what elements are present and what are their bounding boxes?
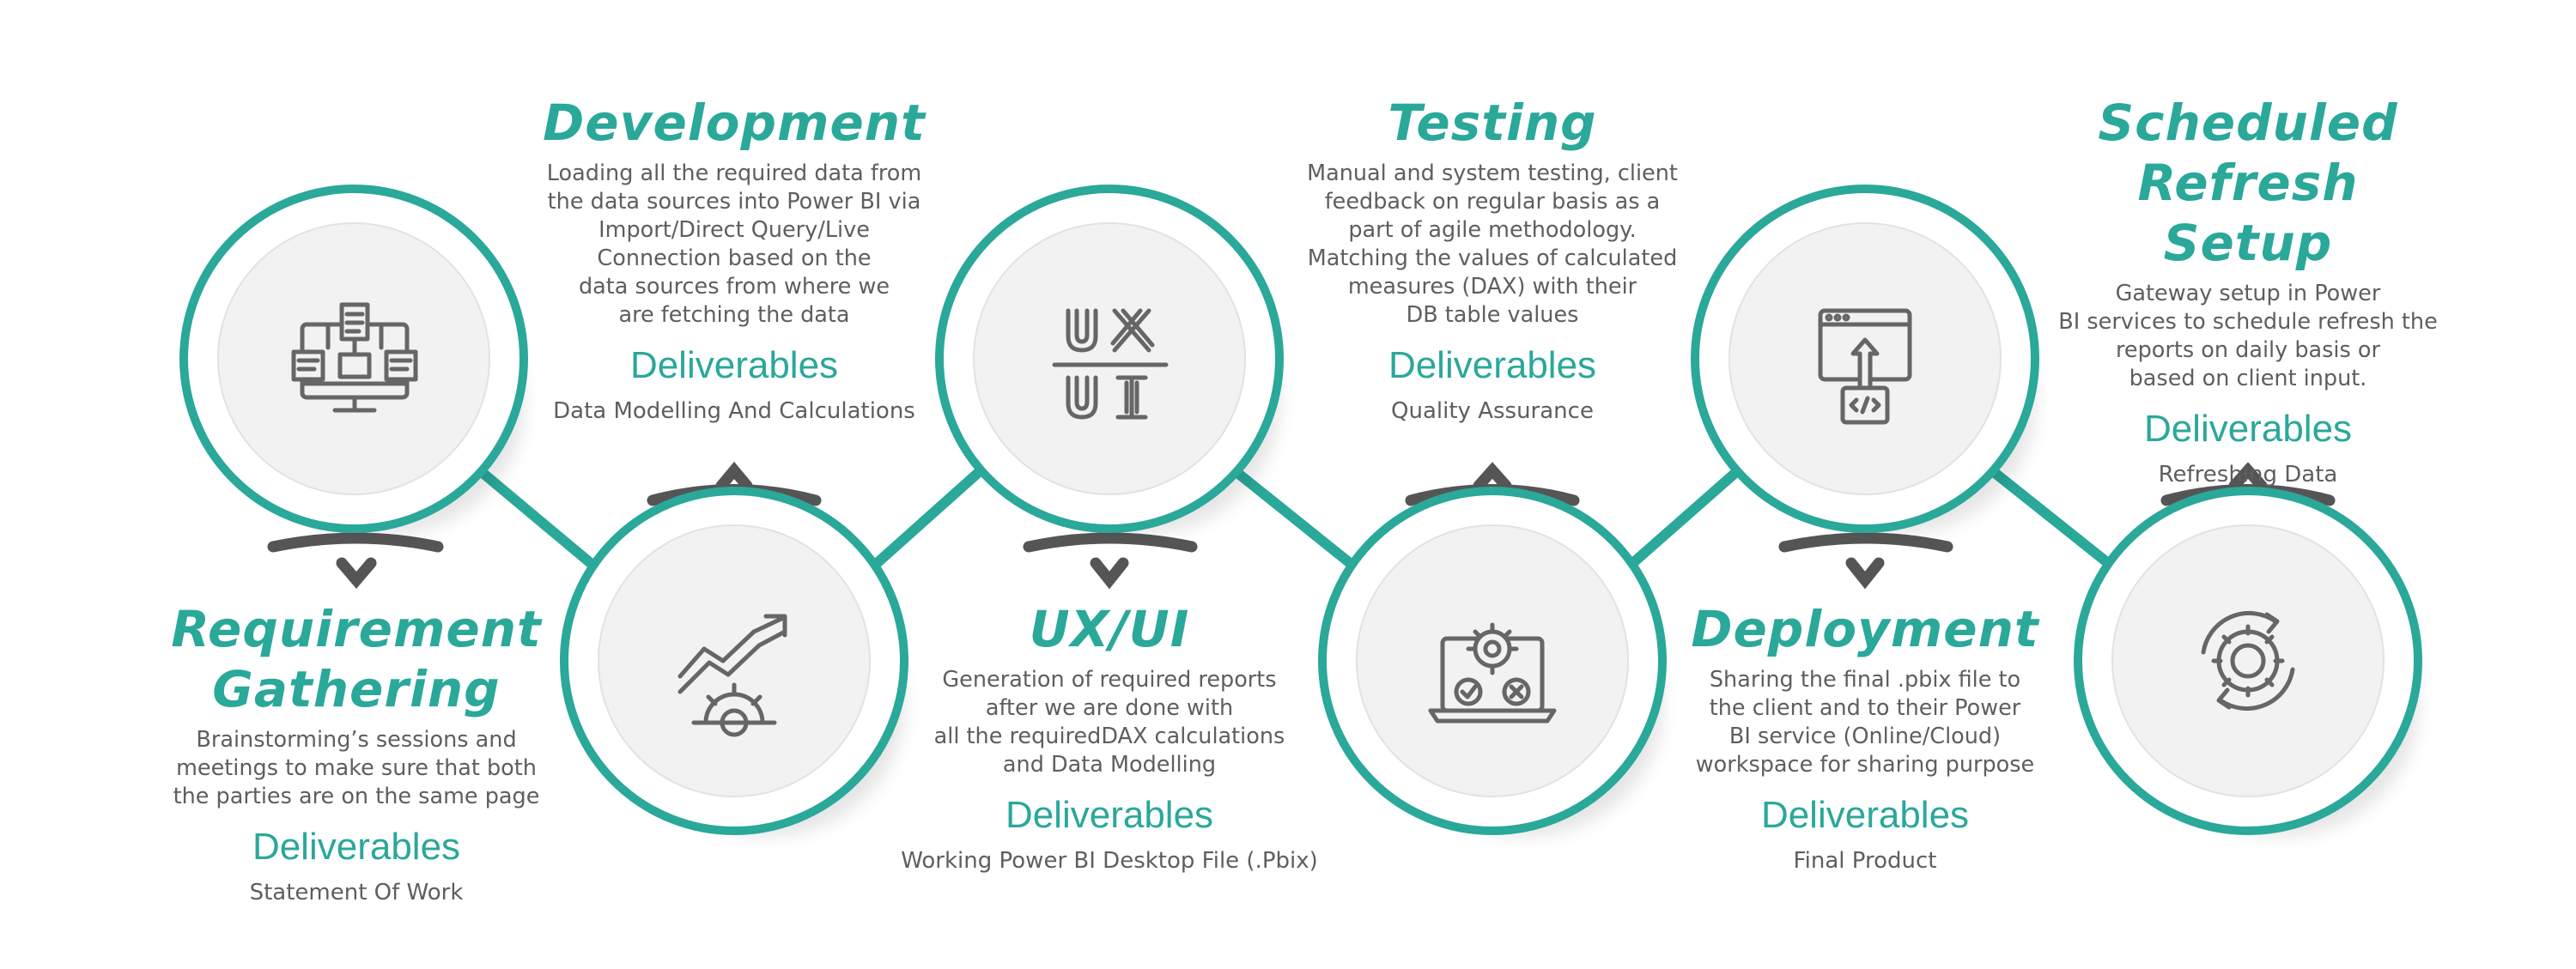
step-3-desc-line-3: all the requiredDAX calculations	[933, 724, 1285, 749]
step-2-desc-line-1: Loading all the required data from	[546, 160, 922, 186]
step-3-desc-line-1: Generation of required reports	[942, 667, 1277, 693]
step-1-title-line-1: Requirement	[171, 600, 542, 658]
step-6-deliverables-label: Deliverables	[2143, 408, 2353, 450]
chart-arrow-gear-icon	[677, 614, 787, 737]
browser-upload-code-icon	[1818, 308, 1912, 425]
step-4-desc-line-3: part of agile methodology.	[1348, 217, 1637, 243]
connector-4-5	[1616, 467, 1741, 578]
step-3-deliverable: Working Power BI Desktop File (.Pbix)	[901, 848, 1318, 874]
step-1-description: Brainstorming’s sessions and meetings to…	[156, 726, 556, 811]
step-4-node	[1318, 487, 1667, 836]
step-6-deliverable: Refreshing Data	[2158, 462, 2338, 488]
bracket-below-1-tip	[336, 557, 377, 590]
step-2-node	[560, 487, 908, 836]
step-6-desc-line-1: Gateway setup in Power	[2115, 281, 2381, 306]
step-5-title-line-1: Deployment	[1691, 600, 2039, 658]
step-2-description: Loading all the required data from the d…	[517, 160, 951, 330]
step-3-node	[935, 185, 1284, 534]
step-1-desc-line-1: Brainstorming’s sessions and	[196, 727, 517, 753]
step-5-desc-line-1: Sharing the final .pbix file to	[1709, 667, 2021, 693]
step-3-deliverables-label: Deliverables	[1005, 794, 1214, 836]
step-2-desc-line-2: the data sources into Power BI via	[547, 189, 921, 215]
step-4-deliverables-label: Deliverables	[1388, 344, 1597, 386]
step-5-desc-line-2: the client and to their Power	[1709, 695, 2021, 721]
step-1-title-line-2: Gathering	[212, 660, 501, 718]
step-5-title: Deployment	[1652, 599, 2078, 659]
step-2-title-line-1: Development	[543, 94, 926, 152]
step-4-description: Manual and system testing, client feedba…	[1271, 160, 1714, 330]
step-4-title-line-1: Testing	[1388, 94, 1597, 152]
bracket-below-3-tip	[1090, 557, 1129, 590]
step-6-title-line-2: Setup	[2163, 214, 2333, 272]
connector-1-2	[471, 463, 608, 578]
step-4-desc-line-4: Matching the values of calculated	[1307, 245, 1678, 271]
step-4-title: Testing	[1271, 93, 1714, 153]
step-1-desc-line-3: the parties are on the same page	[173, 784, 540, 809]
step-6-title: Scheduled Refresh Setup	[1994, 93, 2502, 273]
step-2-desc-line-4: Connection based on the	[597, 245, 872, 271]
bracket-marks	[267, 461, 2336, 590]
step-5-desc-line-4: workspace for sharing purpose	[1695, 752, 2035, 778]
step-1-deliverable: Statement Of Work	[249, 880, 464, 905]
step-2-text: Development Loading all the required dat…	[517, 93, 951, 426]
connector-5-6	[1989, 467, 2126, 578]
step-3-description: Generation of required reports after we …	[895, 666, 1324, 779]
bracket-above-2-tip	[715, 461, 753, 492]
step-3-title: UX/UI	[895, 599, 1324, 659]
bracket-below-1	[267, 532, 444, 553]
step-6-desc-line-2: BI services to schedule refresh the	[2058, 309, 2438, 335]
step-2-title: Development	[517, 93, 951, 153]
step-3-title-line-1: UX/UI	[1029, 600, 1190, 658]
step-2-desc-line-3: Import/Direct Query/Live	[598, 217, 870, 243]
gear-refresh-icon	[2201, 610, 2295, 712]
step-4-desc-line-1: Manual and system testing, client	[1307, 160, 1678, 186]
step-4-text: Testing Manual and system testing, clien…	[1271, 93, 1714, 426]
step-5-deliverable: Final Product	[1793, 848, 1937, 874]
step-4-desc-line-5: measures (DAX) with their	[1347, 274, 1637, 300]
step-1-desc-line-2: meetings to make sure that both	[176, 755, 537, 781]
bracket-below-5	[1778, 532, 1953, 553]
step-4-desc-line-6: DB table values	[1406, 302, 1579, 328]
step-5-deliverables-label: Deliverables	[1760, 794, 1970, 836]
bracket-above-4-tip	[1473, 462, 1512, 492]
step-5-node	[1691, 185, 2039, 534]
step-3-text: UX/UI Generation of required reports aft…	[895, 599, 1324, 875]
bracket-above-6-tip	[2228, 462, 2268, 492]
step-6-desc-line-3: reports on daily basis or	[2116, 337, 2380, 363]
step-2-desc-line-5: data sources from where we	[578, 274, 890, 300]
step-6-title-line-1: Scheduled Refresh	[2098, 94, 2398, 212]
step-4-deliverable: Quality Assurance	[1391, 398, 1594, 424]
monitor-dataflow-icon	[291, 302, 418, 413]
step-2-deliverables-label: Deliverables	[629, 344, 839, 386]
connector-3-4	[1231, 467, 1368, 578]
ux-ui-text-icon	[1052, 308, 1169, 420]
step-5-text: Deployment Sharing the final .pbix file …	[1652, 599, 2078, 875]
step-2-deliverable: Data Modelling And Calculations	[553, 398, 915, 424]
step-6-desc-line-4: based on client input.	[2129, 366, 2367, 391]
step-3-desc-line-4: and Data Modelling	[1002, 752, 1217, 778]
laptop-gear-check-icon	[1428, 622, 1557, 724]
step-5-description: Sharing the final .pbix file to the clie…	[1652, 666, 2078, 779]
bracket-below-3	[1023, 532, 1198, 553]
connector-2-3	[860, 467, 984, 578]
step-4-desc-line-2: feedback on regular basis as a	[1324, 189, 1661, 215]
step-2-desc-line-6: are fetching the data	[618, 302, 850, 328]
step-6-text: Scheduled Refresh Setup Gateway setup in…	[1994, 93, 2502, 489]
step-1-title: Requirement Gathering	[156, 599, 556, 719]
step-6-description: Gateway setup in Power BI services to sc…	[1994, 280, 2502, 393]
step-1-text: Requirement Gathering Brainstorming’s se…	[156, 599, 556, 907]
step-1-node	[179, 185, 528, 534]
step-1-deliverables-label: Deliverables	[252, 826, 461, 868]
step-5-desc-line-3: BI service (Online/Cloud)	[1728, 724, 2002, 749]
step-3-desc-line-2: after we are done with	[985, 695, 1234, 721]
step-6-node	[2074, 487, 2422, 836]
bracket-below-5-tip	[1845, 557, 1885, 590]
connector-lines	[471, 463, 2126, 578]
